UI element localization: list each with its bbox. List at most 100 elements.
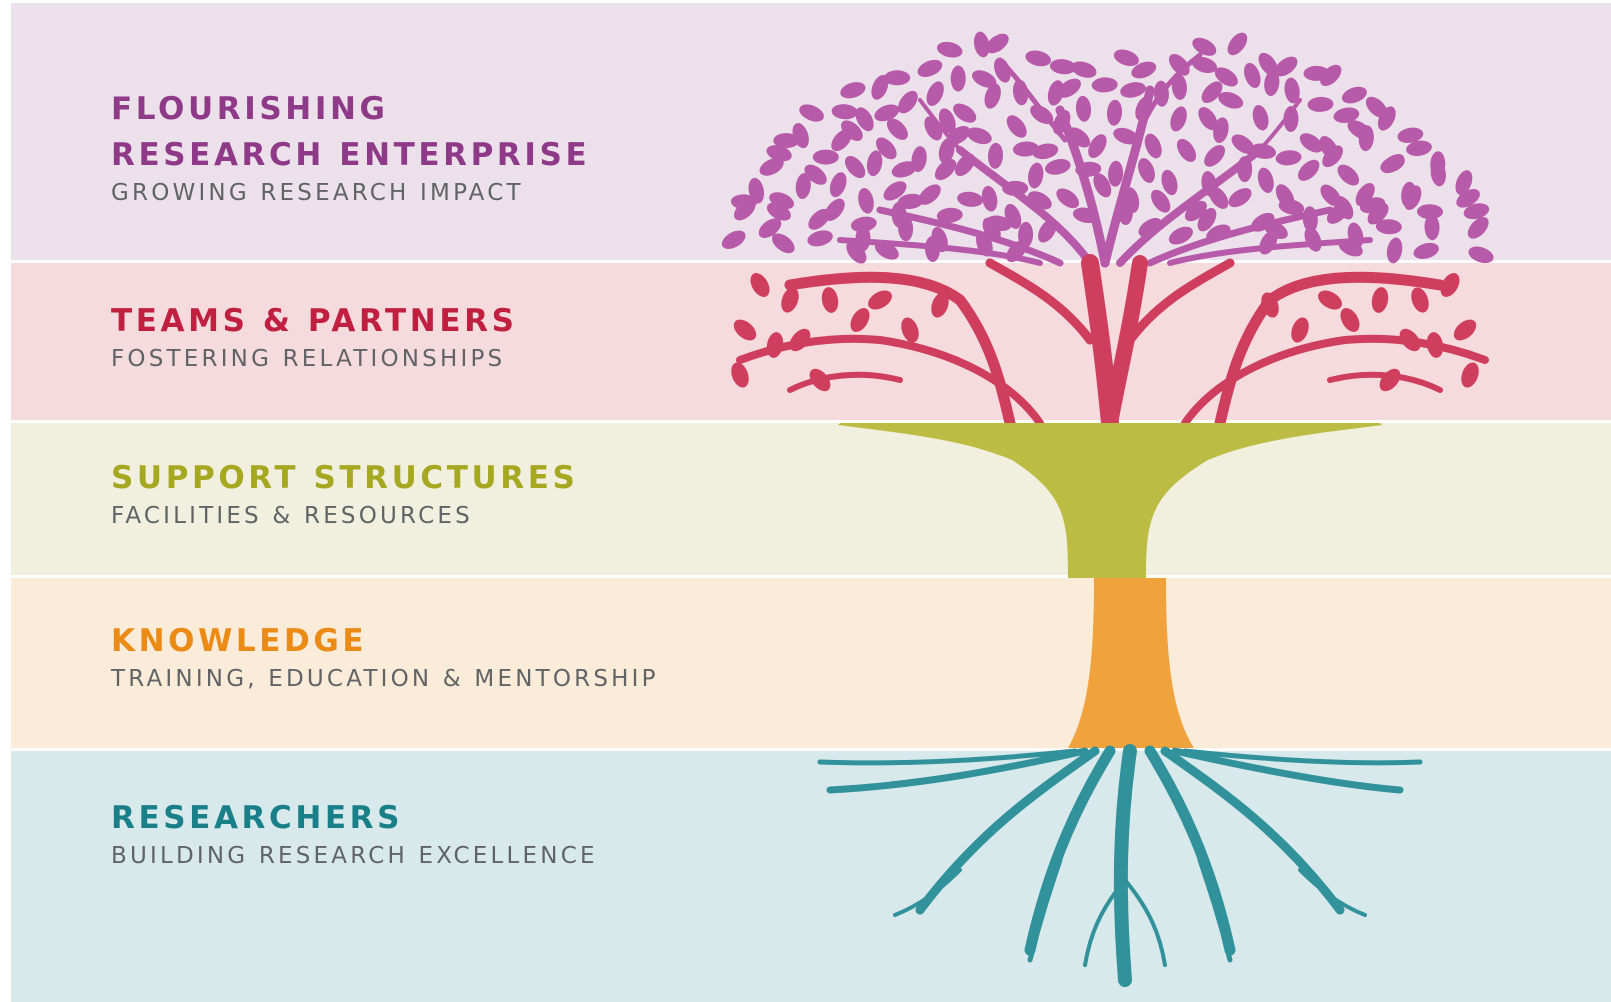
- root: [1298, 868, 1367, 917]
- leaf: [1380, 155, 1405, 173]
- leaf: [981, 185, 998, 212]
- leaf: [850, 308, 870, 332]
- leaf: [1168, 226, 1193, 245]
- leaf: [1440, 273, 1460, 297]
- leaf: [1197, 207, 1217, 232]
- leaf: [1455, 170, 1473, 196]
- leaf: [1213, 117, 1229, 144]
- leaf: [1075, 161, 1102, 177]
- leaf: [1218, 91, 1244, 109]
- leaf: [824, 198, 845, 221]
- leaf: [1131, 61, 1157, 79]
- band-researchers: [11, 751, 1611, 1002]
- leaf: [897, 193, 924, 210]
- leaf: [1151, 189, 1171, 213]
- leaf: [1138, 218, 1162, 237]
- leaf: [1320, 64, 1342, 87]
- leaf: [1214, 67, 1238, 87]
- leaf: [954, 153, 976, 177]
- leaf: [1120, 82, 1146, 98]
- leaf: [1424, 214, 1440, 241]
- leaf: [1192, 37, 1217, 56]
- leaf: [1153, 80, 1169, 107]
- leaf: [759, 157, 784, 176]
- leaf: [1341, 86, 1367, 104]
- leaf: [1397, 127, 1424, 144]
- leaf: [1411, 287, 1429, 313]
- leaf: [1338, 238, 1363, 257]
- leaf: [1191, 56, 1218, 74]
- leaf: [931, 227, 948, 253]
- leaf: [1002, 180, 1029, 196]
- leaf: [971, 70, 997, 88]
- leaf: [1088, 134, 1107, 158]
- leaf: [1049, 59, 1076, 75]
- leaf: [1108, 160, 1124, 187]
- leaf: [1093, 173, 1112, 198]
- leaf: [1371, 287, 1389, 313]
- leaf: [950, 65, 966, 92]
- leaf: [1259, 230, 1278, 255]
- leaf: [985, 33, 1009, 54]
- leaf: [1257, 167, 1274, 194]
- leaf: [866, 150, 883, 177]
- leaf: [891, 202, 907, 228]
- leaf: [1067, 127, 1091, 148]
- leaf: [1057, 78, 1081, 98]
- leaf: [1399, 328, 1421, 352]
- level-title-line: SUPPORT STRUCTURES: [111, 460, 579, 496]
- root: [893, 868, 962, 917]
- leaf: [748, 177, 765, 204]
- leaf: [1028, 162, 1044, 189]
- leaf: [812, 149, 839, 165]
- leaf: [773, 133, 800, 149]
- branch: [985, 258, 1095, 345]
- leaf: [875, 137, 897, 160]
- leaf: [1231, 134, 1255, 154]
- tree-canopy: [721, 31, 1494, 268]
- branch: [736, 334, 1044, 427]
- leaf: [1198, 107, 1218, 131]
- root: [915, 746, 1100, 915]
- leaf: [829, 172, 847, 198]
- leaf: [1386, 237, 1403, 264]
- leaf: [1237, 156, 1253, 183]
- leaf: [1025, 50, 1051, 67]
- leaf: [1283, 106, 1299, 132]
- leaf: [792, 123, 809, 149]
- band-knowledge: [11, 578, 1611, 748]
- leaf: [1071, 61, 1097, 78]
- leaf: [1413, 242, 1439, 259]
- tree-branches: [731, 254, 1489, 432]
- leaf: [934, 158, 957, 181]
- leaf: [781, 287, 799, 313]
- leaf: [1456, 189, 1480, 208]
- level-knowledge: KNOWLEDGE TRAINING, EDUCATION & MENTORSH…: [111, 618, 659, 694]
- leaf: [1318, 290, 1342, 310]
- leaf: [1258, 52, 1278, 76]
- leaf: [1244, 62, 1261, 88]
- leaf: [871, 74, 889, 100]
- leaf: [1012, 79, 1029, 106]
- leaf: [1261, 292, 1279, 318]
- leaf: [936, 207, 963, 223]
- root: [1027, 857, 1063, 963]
- leaf: [1358, 125, 1374, 152]
- leaf: [1264, 70, 1280, 97]
- leaf: [1161, 169, 1178, 196]
- leaf: [1204, 145, 1226, 167]
- leaf: [840, 82, 866, 99]
- level-subtitle: BUILDING RESEARCH EXCELLENCE: [111, 843, 598, 869]
- leaf: [931, 292, 949, 318]
- leaf: [1304, 226, 1322, 252]
- leaf: [841, 120, 863, 142]
- leaf: [1467, 217, 1489, 239]
- root: [826, 747, 1089, 794]
- leaf: [1144, 133, 1162, 159]
- leaf: [1012, 141, 1039, 157]
- root: [1171, 747, 1404, 794]
- leaf: [1468, 246, 1494, 264]
- tree-trunk: [1068, 578, 1194, 748]
- leaf: [1006, 115, 1027, 138]
